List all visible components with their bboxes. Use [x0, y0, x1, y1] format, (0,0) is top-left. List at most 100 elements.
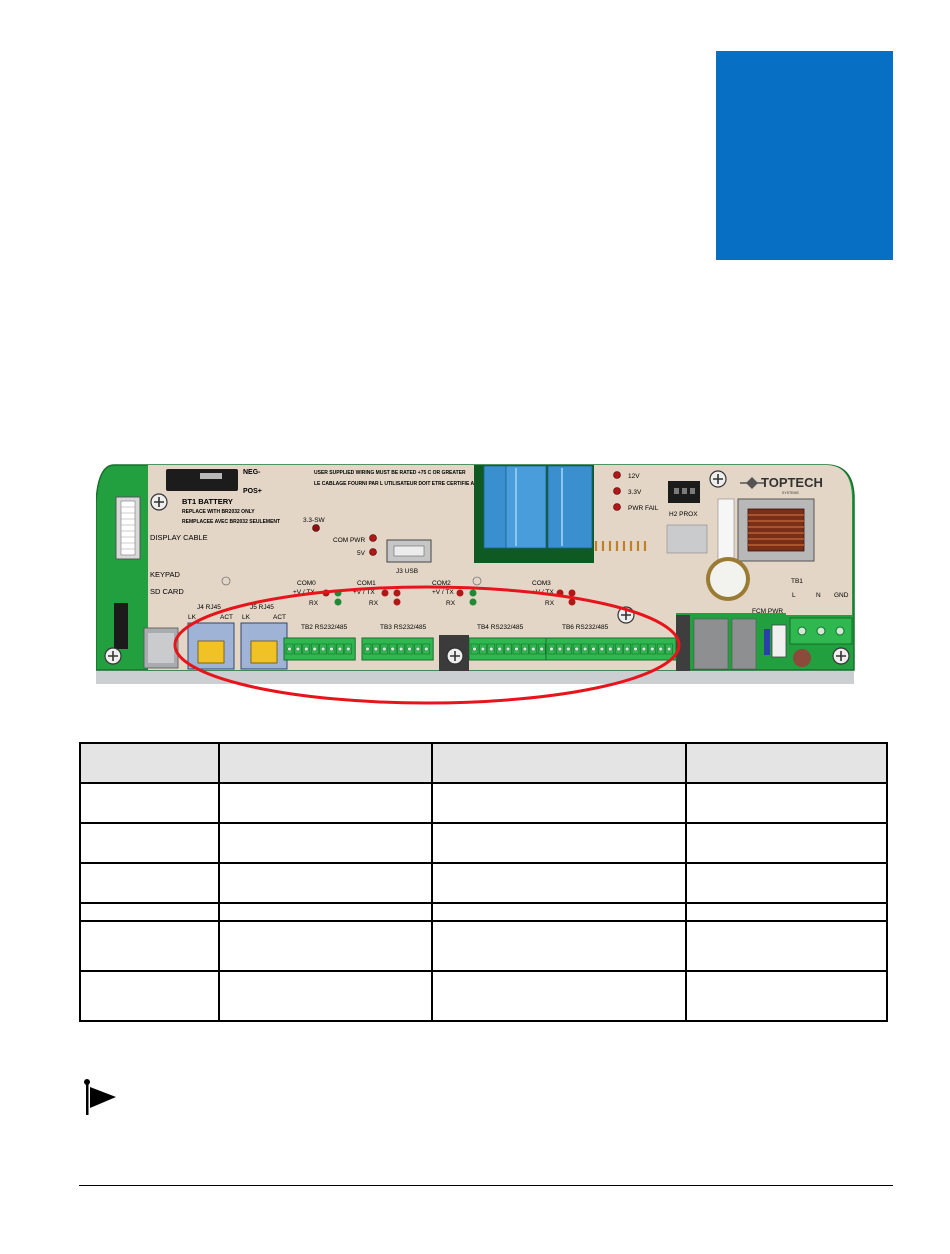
- wiring-warning-fr: LE CABLAGE FOURNI PAR L UTILISATEUR DOIT…: [314, 481, 489, 487]
- relay-2: [731, 618, 757, 670]
- tb1-label: TB1: [791, 578, 803, 585]
- j5-rj45-label: J5 RJ45: [250, 604, 274, 611]
- terminal-pin: [589, 643, 598, 655]
- table-cell: [431, 970, 687, 1022]
- table-cell: [685, 920, 888, 972]
- j5-lk-label: LK: [242, 614, 251, 621]
- com3-label: COM3: [532, 580, 551, 587]
- h2-prox-label: H2 PROX: [669, 511, 698, 518]
- com2-rx-label: RX: [446, 600, 456, 607]
- spec-table: [79, 742, 888, 1022]
- battery-contact: [200, 473, 222, 479]
- terminal-pin: [470, 643, 479, 655]
- led-3v3-label: 3.3V: [628, 489, 642, 496]
- terminal-pin: [388, 643, 397, 655]
- terminal-pin: [363, 643, 372, 655]
- led-12v: [613, 471, 621, 479]
- terminal-pin: [285, 643, 294, 655]
- com0-label: COM0: [297, 580, 316, 587]
- terminal-pin: [564, 643, 573, 655]
- led-com-pwr-label: COM PWR: [333, 537, 365, 544]
- terminal-pin: [344, 643, 353, 655]
- terminal-pin: [414, 643, 422, 655]
- tb6-label: TB6 RS232/485: [562, 624, 609, 631]
- com2-tx-label: +V / TX: [432, 589, 454, 596]
- terminal-pin: [487, 643, 496, 655]
- capacitor-1: [483, 465, 507, 549]
- j4-lk-label: LK: [188, 614, 197, 621]
- table-cell: [79, 862, 220, 904]
- table-cell: [431, 782, 687, 824]
- table-cell: [218, 902, 433, 922]
- sd-card-label: SD CARD: [150, 587, 184, 596]
- com1-tx-label: +V / TX: [353, 589, 375, 596]
- note-flag-icon: [84, 1079, 116, 1115]
- fcm-pwr-connector: [771, 624, 787, 658]
- com0-rx-label: RX: [309, 600, 319, 607]
- table-cell: [79, 822, 220, 864]
- j4-act-label: ACT: [220, 614, 233, 621]
- terminal-pin: [614, 643, 623, 655]
- led-com-pwr: [369, 534, 377, 542]
- brand-sub: SYSTEMS: [782, 491, 799, 495]
- terminal-pin: [479, 643, 487, 655]
- tb4-label: TB4 RS232/485: [477, 624, 524, 631]
- table-cell: [218, 822, 433, 864]
- battery-note-2: REMPLACEE AVEC BR2032 SEULEMENT: [182, 519, 280, 525]
- tb3-label: TB3 RS232/485: [380, 624, 427, 631]
- table-row: [79, 822, 888, 864]
- com1-label: COM1: [357, 580, 376, 587]
- table-cell: [218, 782, 433, 824]
- j5-act-label: ACT: [273, 614, 286, 621]
- relay-strip: [676, 615, 690, 671]
- com3-rx-label: RX: [545, 600, 555, 607]
- table-header-cell: [685, 742, 888, 784]
- terminal-pin: [547, 643, 556, 655]
- capacitor-3: [547, 465, 593, 549]
- table-header-cell: [218, 742, 433, 784]
- terminal-pin: [504, 643, 512, 655]
- keypad-label: KEYPAD: [150, 570, 180, 579]
- battery-note-1: REPLACE WITH BR2032 ONLY: [182, 509, 255, 515]
- brand-name: TOPTECH: [761, 475, 823, 490]
- terminal-pin: [302, 643, 311, 655]
- battery-title: BT1 BATTERY: [182, 497, 233, 506]
- terminal-pin: [556, 643, 564, 655]
- j4-rj45-label: J4 RJ45: [197, 604, 221, 611]
- keypad-header: [114, 603, 128, 649]
- terminal-pin: [606, 643, 615, 655]
- screw-bottom-mid: [446, 647, 464, 665]
- terminal-pin: [572, 643, 581, 655]
- highlight-ellipse: [173, 585, 681, 705]
- relay-block: [666, 524, 708, 554]
- terminal-pin: [294, 643, 302, 655]
- table-cell: [218, 862, 433, 904]
- footer-rule: [79, 1185, 893, 1186]
- chapter-tab: [716, 51, 893, 260]
- terminal-pin: [422, 643, 431, 655]
- table-cell: [431, 920, 687, 972]
- screw-bottom-right: [832, 647, 850, 665]
- terminal-pin: [405, 643, 414, 655]
- terminal-pin: [521, 643, 529, 655]
- table-cell: [79, 920, 220, 972]
- table-cell: [218, 920, 433, 972]
- table-row: [79, 862, 888, 904]
- fuse-block: [717, 498, 735, 562]
- table-cell: [685, 862, 888, 904]
- terminal-block-pins: [283, 637, 677, 661]
- table-cell: [431, 822, 687, 864]
- table-row: [79, 970, 888, 1022]
- usb-label: J3 USB: [396, 568, 418, 575]
- relay-1: [693, 618, 729, 670]
- table-cell: [685, 782, 888, 824]
- table-header-cell: [79, 742, 220, 784]
- tb1-gnd-label: GND: [834, 592, 849, 599]
- table-row: [79, 902, 888, 922]
- terminal-pin: [631, 643, 640, 655]
- led-pwr-fail: [613, 503, 621, 511]
- terminal-pin: [665, 643, 673, 655]
- terminal-pin: [397, 643, 405, 655]
- toptech-logo: [740, 477, 764, 489]
- wiring-warning-en: USER SUPPLIED WIRING MUST BE RATED +75 C…: [314, 470, 466, 476]
